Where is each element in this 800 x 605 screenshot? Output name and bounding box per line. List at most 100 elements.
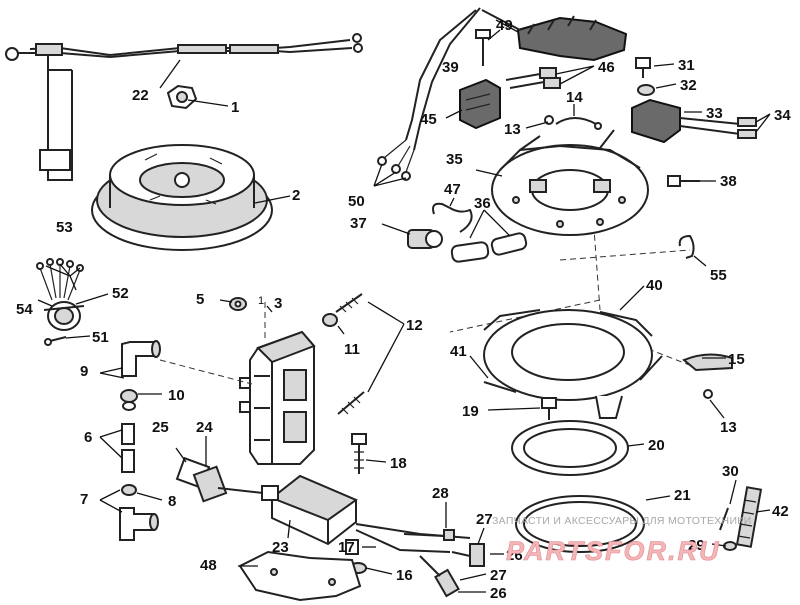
callout-15: 15 bbox=[728, 351, 745, 368]
callout-52: 52 bbox=[112, 285, 129, 302]
part-7-elbow-fitting bbox=[119, 507, 159, 541]
part-34-terminals bbox=[737, 117, 757, 139]
part-2-flywheel bbox=[91, 144, 273, 251]
part-1-flywheel-nut bbox=[166, 84, 198, 110]
callout-20: 20 bbox=[648, 437, 665, 454]
callout-35: 35 bbox=[446, 151, 463, 168]
callout-30: 30 bbox=[722, 463, 739, 480]
callout-26-lower: 26 bbox=[490, 585, 507, 602]
part-3-power-pack bbox=[239, 330, 316, 465]
callout-40: 40 bbox=[646, 277, 663, 294]
callout-13-lower: 13 bbox=[720, 419, 737, 436]
callout-32: 32 bbox=[680, 77, 697, 94]
part-5-washer bbox=[229, 297, 247, 311]
callout-13-upper: 13 bbox=[504, 121, 521, 138]
callout-6: 6 bbox=[84, 429, 92, 446]
callout-33: 33 bbox=[706, 105, 723, 122]
callout-55: 55 bbox=[710, 267, 727, 284]
part-39-screw bbox=[475, 29, 491, 66]
callout-5: 5 bbox=[196, 291, 204, 308]
part-49-terminal-block bbox=[481, 9, 628, 62]
callout-39: 39 bbox=[442, 59, 459, 76]
callout-7: 7 bbox=[80, 491, 88, 508]
callout-41: 41 bbox=[450, 343, 467, 360]
callout-51: 51 bbox=[92, 329, 109, 346]
part-41-screw bbox=[483, 381, 517, 393]
callout-labels: 1 1 2 3 5 6 7 8 9 10 11 12 13 13 14 15 1… bbox=[16, 17, 791, 602]
part-42-terminal-strip bbox=[735, 486, 763, 548]
callout-8: 8 bbox=[168, 493, 176, 510]
part-28-wire-terminal bbox=[403, 529, 455, 541]
callout-22: 22 bbox=[132, 87, 149, 104]
part-40-timer-base bbox=[483, 309, 663, 419]
part-10-clamp bbox=[120, 389, 138, 411]
callout-16: 16 bbox=[396, 567, 413, 584]
part-15-cover bbox=[682, 353, 733, 372]
part-13-screw-lower bbox=[703, 389, 713, 399]
part-23-ignition-coil bbox=[261, 474, 471, 553]
callout-37: 37 bbox=[350, 215, 367, 232]
part-12-bolts bbox=[335, 293, 365, 415]
part-47-spring bbox=[432, 202, 473, 233]
part-46-connectors bbox=[505, 67, 561, 89]
part-6-hose bbox=[121, 423, 135, 473]
part-53-wire-leads bbox=[36, 258, 84, 301]
callout-26-upper: 26 bbox=[506, 547, 523, 564]
callout-48: 48 bbox=[200, 557, 217, 574]
callout-28: 28 bbox=[432, 485, 449, 502]
callout-49: 49 bbox=[496, 17, 513, 34]
callout-31: 31 bbox=[678, 57, 695, 74]
callout-10: 10 bbox=[168, 387, 185, 404]
callout-9: 9 bbox=[80, 363, 88, 380]
part-36-sleeves bbox=[450, 232, 528, 263]
part-17-sleeve bbox=[345, 539, 359, 555]
part-45-connector bbox=[459, 78, 501, 130]
part-21-retaining-ring bbox=[515, 495, 645, 553]
part-18-bolt bbox=[351, 433, 367, 474]
callout-2: 2 bbox=[292, 187, 300, 204]
callout-14: 14 bbox=[566, 89, 583, 106]
callout-36: 36 bbox=[474, 195, 491, 212]
part-55-clip bbox=[678, 234, 695, 259]
callout-3: 3 bbox=[274, 295, 282, 312]
part-50-wire-harness bbox=[377, 7, 481, 181]
callout-47: 47 bbox=[444, 181, 461, 198]
part-8-clamp bbox=[121, 484, 137, 496]
watermark-logo: PARTSFOR.RU bbox=[506, 536, 721, 566]
part-32-washer bbox=[637, 84, 655, 96]
callout-1: 1 bbox=[231, 99, 239, 116]
callout-29: 29 bbox=[688, 537, 705, 554]
callout-54: 54 bbox=[16, 301, 33, 318]
callout-17: 17 bbox=[338, 539, 355, 556]
callout-11: 11 bbox=[344, 341, 360, 358]
part-31-screw bbox=[635, 57, 651, 78]
callout-25: 25 bbox=[152, 419, 169, 436]
part-22-cable-harness bbox=[5, 33, 363, 181]
part-52-grommet bbox=[43, 301, 85, 331]
watermark-tagline: ЗАПЧАСТИ И АКСЕССУАРЫ ДЛЯ МОТОТЕХНИКИ bbox=[492, 515, 752, 527]
callout-45: 45 bbox=[420, 111, 437, 128]
part-33-sensor bbox=[631, 98, 741, 144]
callout-12: 12 bbox=[406, 317, 423, 334]
part-26-spark-plug-lead bbox=[419, 555, 460, 598]
callout-18: 18 bbox=[390, 455, 407, 472]
callout-19: 19 bbox=[462, 403, 479, 420]
callout-1-small: 1 bbox=[258, 295, 264, 307]
part-27-boot-lead bbox=[451, 543, 485, 567]
callout-34: 34 bbox=[774, 107, 791, 124]
part-30-pin bbox=[719, 507, 729, 531]
callout-21: 21 bbox=[674, 487, 691, 504]
callout-53: 53 bbox=[56, 219, 73, 236]
callout-50: 50 bbox=[348, 193, 365, 210]
part-38-screw bbox=[667, 175, 700, 187]
callout-46: 46 bbox=[598, 59, 615, 76]
watermark: ЗАПЧАСТИ И АКСЕССУАРЫ ДЛЯ МОТОТЕХНИКИ PA… bbox=[492, 515, 752, 566]
callout-leaders bbox=[37, 19, 771, 593]
part-9-elbow-fitting bbox=[121, 340, 161, 377]
callout-27-lower: 27 bbox=[490, 567, 507, 584]
part-35-armature-plate bbox=[491, 129, 649, 236]
part-14-retainer-strap bbox=[555, 117, 602, 130]
callout-24: 24 bbox=[196, 419, 213, 436]
callout-38: 38 bbox=[720, 173, 737, 190]
